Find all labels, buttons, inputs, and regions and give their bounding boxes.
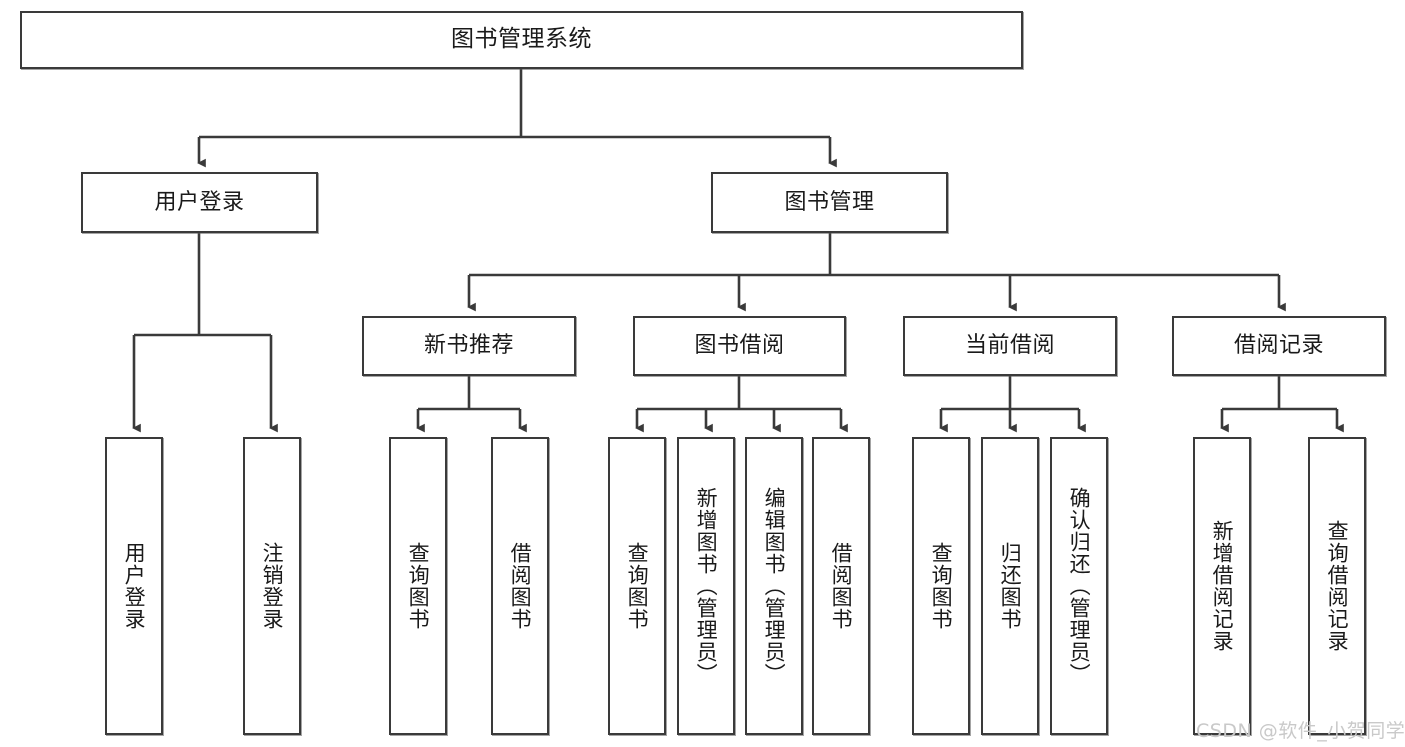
node-label: 图书借阅 bbox=[694, 333, 785, 359]
node-label: 查询借阅记录 bbox=[1325, 520, 1350, 652]
leaf-add-book-admin[interactable]: 新增图书（管理员） bbox=[677, 437, 735, 735]
leaf-search-book-borrow[interactable]: 查询图书 bbox=[608, 437, 666, 735]
leaf-borrow-book-recommend[interactable]: 借阅图书 bbox=[491, 437, 549, 735]
node-user-login[interactable]: 用户登录 bbox=[81, 172, 318, 233]
node-label: 编辑图书（管理员） bbox=[762, 487, 787, 685]
node-label: 查询图书 bbox=[929, 542, 954, 630]
leaf-edit-book-admin[interactable]: 编辑图书（管理员） bbox=[745, 437, 803, 735]
node-label: 确认归还（管理员） bbox=[1067, 487, 1092, 685]
leaf-search-book-current[interactable]: 查询图书 bbox=[912, 437, 970, 735]
leaf-search-borrow-record[interactable]: 查询借阅记录 bbox=[1308, 437, 1366, 735]
node-label: 图书管理系统 bbox=[451, 26, 592, 53]
node-label: 新书推荐 bbox=[423, 333, 514, 359]
node-label: 借阅图书 bbox=[508, 542, 533, 630]
csdn-watermark: CSDN @软件_小贺同学 bbox=[1196, 720, 1405, 742]
node-book-management[interactable]: 图书管理 bbox=[711, 172, 948, 233]
node-label: 新增图书（管理员） bbox=[694, 487, 719, 685]
leaf-search-book-recommend[interactable]: 查询图书 bbox=[389, 437, 447, 735]
leaf-logout[interactable]: 注销登录 bbox=[243, 437, 301, 735]
leaf-borrow-book[interactable]: 借阅图书 bbox=[812, 437, 870, 735]
leaf-confirm-return-admin[interactable]: 确认归还（管理员） bbox=[1050, 437, 1108, 735]
node-label: 查询图书 bbox=[406, 542, 431, 630]
leaf-user-login[interactable]: 用户登录 bbox=[105, 437, 163, 735]
node-label: 新增借阅记录 bbox=[1210, 520, 1235, 652]
node-label: 用户登录 bbox=[154, 189, 245, 215]
node-label: 当前借阅 bbox=[964, 333, 1055, 359]
node-current-borrow[interactable]: 当前借阅 bbox=[903, 316, 1117, 376]
leaf-add-borrow-record[interactable]: 新增借阅记录 bbox=[1193, 437, 1251, 735]
node-label: 归还图书 bbox=[998, 542, 1023, 630]
node-label: 注销登录 bbox=[260, 542, 285, 630]
node-label: 图书管理 bbox=[784, 189, 875, 215]
node-root-system[interactable]: 图书管理系统 bbox=[20, 11, 1023, 69]
node-new-book-recommend[interactable]: 新书推荐 bbox=[362, 316, 576, 376]
node-borrow-record[interactable]: 借阅记录 bbox=[1172, 316, 1386, 376]
node-label: 用户登录 bbox=[122, 542, 147, 630]
leaf-return-book[interactable]: 归还图书 bbox=[981, 437, 1039, 735]
node-label: 借阅图书 bbox=[829, 542, 854, 630]
node-label: 查询图书 bbox=[625, 542, 650, 630]
node-label: 借阅记录 bbox=[1233, 333, 1324, 359]
node-book-borrow[interactable]: 图书借阅 bbox=[633, 316, 846, 376]
